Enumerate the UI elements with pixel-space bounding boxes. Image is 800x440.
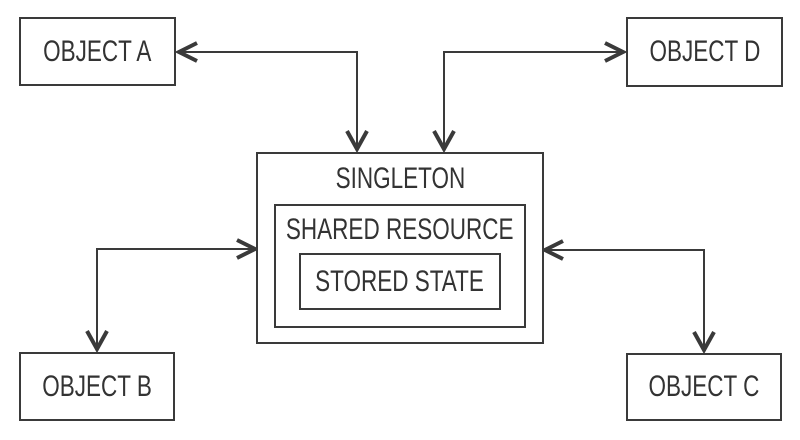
node-shared-resource: SHARED RESOURCE STORED STATE — [274, 204, 526, 328]
singleton-label: SINGLETON — [335, 162, 465, 195]
node-object-c: OBJECT C — [626, 353, 782, 421]
node-object-b-label: OBJECT B — [42, 369, 152, 403]
connector-object-c-singleton — [540, 239, 716, 355]
node-object-d-label: OBJECT D — [649, 35, 760, 68]
connector-object-a-singleton — [174, 41, 369, 154]
connector-object-b-singleton — [85, 238, 260, 354]
shared-resource-label: SHARED RESOURCE — [286, 212, 514, 246]
singleton-title-row: SINGLETON — [258, 154, 542, 204]
node-stored-state: STORED STATE — [299, 253, 501, 310]
node-object-b: OBJECT B — [19, 352, 175, 421]
node-object-a-label: OBJECT A — [43, 34, 152, 68]
stored-state-label: STORED STATE — [315, 264, 485, 298]
shared-resource-title-row: SHARED RESOURCE — [276, 206, 524, 253]
node-object-c-label: OBJECT C — [648, 370, 760, 403]
node-singleton: SINGLETON SHARED RESOURCE STORED STATE — [256, 152, 544, 344]
node-object-d: OBJECT D — [626, 17, 783, 87]
node-object-a: OBJECT A — [19, 17, 176, 86]
connector-object-d-singleton — [432, 41, 628, 154]
